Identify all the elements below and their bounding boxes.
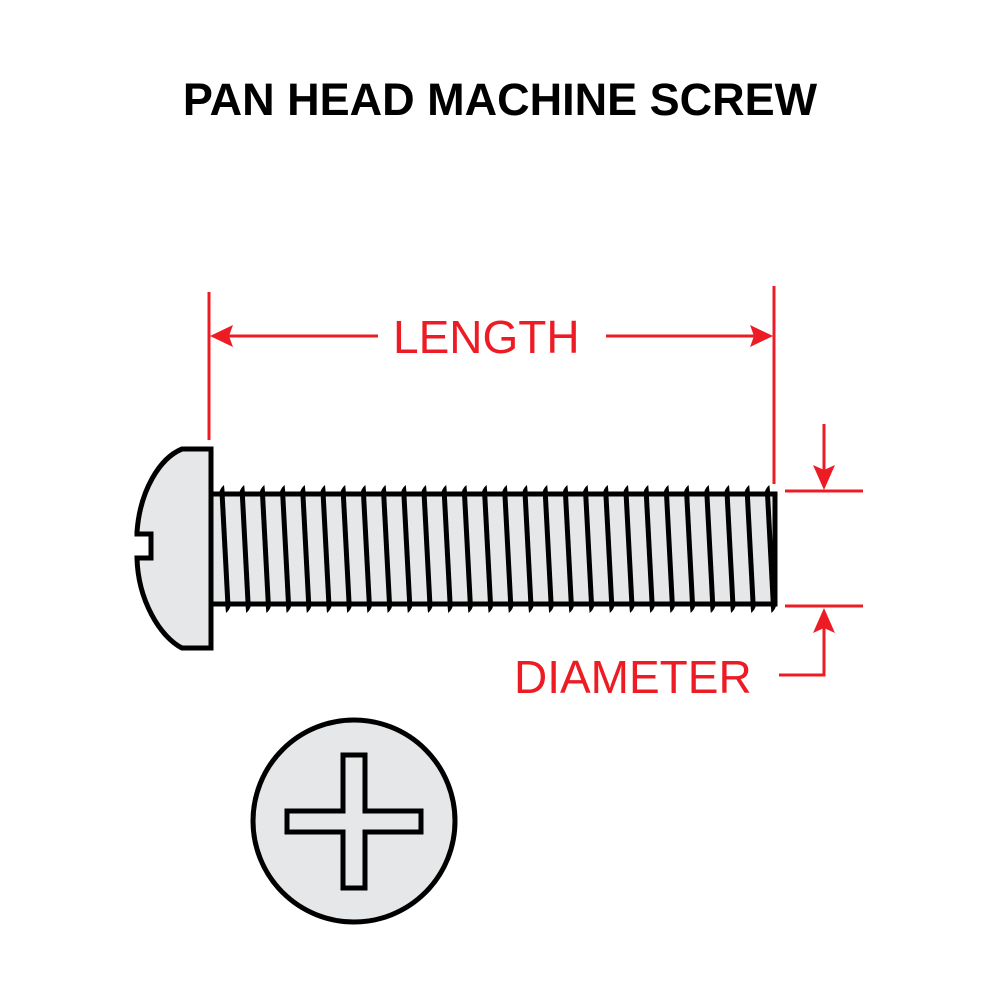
arrow-up-icon <box>813 608 835 633</box>
length-label: LENGTH <box>393 311 580 363</box>
diameter-dimension <box>779 424 863 677</box>
arrow-right-icon <box>750 325 773 347</box>
screw-threads <box>218 485 778 613</box>
arrow-down-icon <box>813 465 835 490</box>
diagram-title: PAN HEAD MACHINE SCREW <box>182 74 818 125</box>
length-dimension <box>207 286 776 484</box>
screw-top-view <box>250 717 458 925</box>
phillips-cross-icon <box>284 752 424 891</box>
diameter-label: DIAMETER <box>514 651 752 703</box>
screw-side-view <box>134 446 778 651</box>
diameter-leader-line <box>779 628 826 677</box>
pan-head <box>134 446 214 651</box>
arrow-left-icon <box>210 325 233 347</box>
